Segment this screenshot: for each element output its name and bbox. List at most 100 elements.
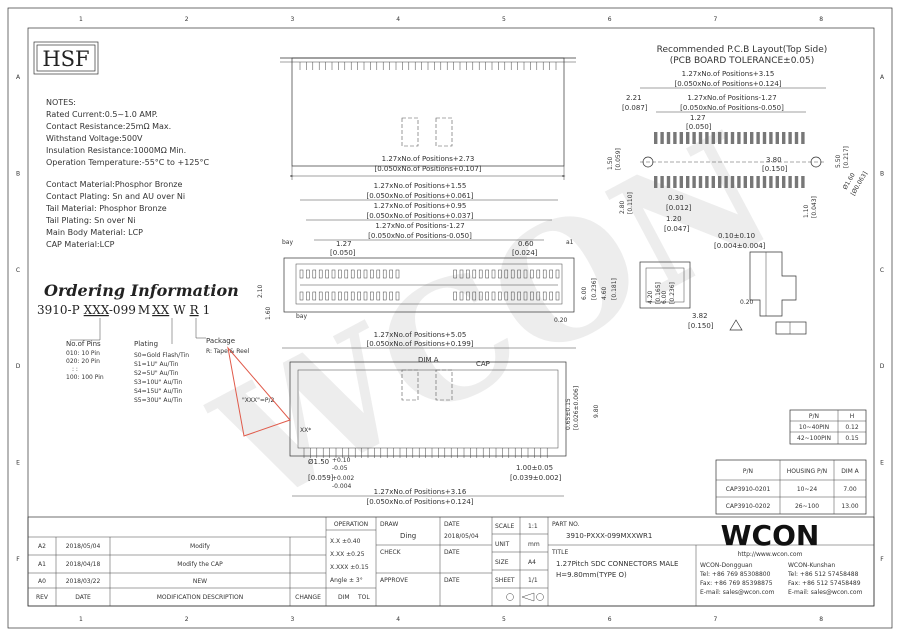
pcb-pad — [724, 176, 728, 188]
svg-text:2.10: 2.10 — [257, 284, 264, 298]
svg-text:WCON-Kunshan: WCON-Kunshan — [788, 562, 835, 569]
note-line: Rated Current:0.5~1.0 AMP. — [46, 110, 158, 119]
pcb-pad — [756, 132, 760, 144]
svg-text:1.20: 1.20 — [666, 215, 682, 223]
svg-text:DIM A: DIM A — [841, 468, 859, 475]
svg-text:3.82: 3.82 — [692, 312, 708, 320]
svg-text:2018/03/22: 2018/03/22 — [66, 578, 101, 585]
position-option: : : — [72, 366, 78, 373]
svg-text:1.00±0.05: 1.00±0.05 — [516, 464, 553, 472]
svg-text:NEW: NEW — [193, 578, 207, 585]
contact-pin — [312, 291, 317, 301]
pcb-pad — [686, 176, 690, 188]
pcb-pad — [788, 132, 792, 144]
svg-text:A4: A4 — [528, 559, 536, 566]
svg-text:2018/05/04: 2018/05/04 — [66, 543, 101, 550]
svg-text:0.20: 0.20 — [554, 317, 568, 324]
svg-text:[0.039±0.002]: [0.039±0.002] — [510, 474, 562, 482]
svg-text:[0.087]: [0.087] — [622, 104, 648, 112]
contact-pin — [459, 291, 464, 301]
pcb-pad — [654, 132, 658, 144]
pcb-pad — [769, 176, 773, 188]
svg-text:[0.050xNo.of Positions+0.061]: [0.050xNo.of Positions+0.061] — [366, 192, 473, 200]
grid-row-label: F — [16, 556, 20, 563]
svg-text:X.X ±0.40: X.X ±0.40 — [330, 538, 361, 545]
svg-text:1.10: 1.10 — [803, 204, 810, 218]
svg-text:1.60: 1.60 — [265, 306, 272, 320]
svg-text:[0.110]: [0.110] — [627, 192, 634, 214]
contact-pin — [382, 291, 387, 301]
contact-pin — [299, 291, 304, 301]
svg-text:CAP3910-0202: CAP3910-0202 — [726, 503, 771, 510]
svg-text:7.00: 7.00 — [843, 486, 857, 493]
contact-pin — [510, 291, 515, 301]
svg-text:0.30: 0.30 — [668, 194, 684, 202]
outer-frame — [7, 7, 893, 629]
contact-pin — [530, 269, 534, 279]
svg-text:1.27: 1.27 — [690, 114, 706, 122]
contact-pin — [498, 269, 502, 279]
grid-row-label: A — [880, 74, 885, 81]
svg-text:9.80: 9.80 — [593, 404, 600, 418]
grid-col-label: 5 — [502, 16, 506, 23]
pcb-pad — [666, 176, 671, 188]
code-fixed: -099 — [109, 303, 136, 317]
contact-pin — [318, 291, 323, 301]
grid-col-label: 7 — [713, 16, 717, 23]
svg-text:Fax: +86 769 85398875: Fax: +86 769 85398875 — [700, 580, 773, 587]
pcb-pad — [666, 132, 671, 144]
contact-pin — [338, 291, 342, 301]
svg-text:[0.050xNo.of Positions+0.124]: [0.050xNo.of Positions+0.124] — [366, 498, 473, 506]
contact-pin — [536, 269, 541, 279]
contact-pin — [389, 269, 393, 279]
plating-title: Plating — [134, 340, 158, 348]
svg-text:A1: A1 — [38, 561, 46, 568]
svg-text:A2: A2 — [38, 543, 46, 550]
svg-text:1.27xNo.of Positions+3.16: 1.27xNo.of Positions+3.16 — [374, 488, 467, 496]
svg-text:-0.05: -0.05 — [332, 465, 348, 472]
contact-pin — [504, 291, 509, 301]
svg-text:+0.002: +0.002 — [332, 475, 354, 482]
grid-col-label: 8 — [819, 16, 823, 23]
pcb-pad — [705, 176, 709, 188]
code-type: M — [138, 303, 150, 317]
drawing-subtitle: H=9.80mm(TYPE O) — [556, 571, 627, 579]
contact-pin — [523, 269, 528, 279]
code-package: R — [190, 303, 200, 317]
pcb-pad — [750, 132, 754, 144]
contact-pin — [549, 291, 553, 301]
pcb-pad — [756, 176, 760, 188]
svg-text:DIM: DIM — [338, 594, 350, 601]
contact-pin — [318, 269, 323, 279]
svg-text:[0.217]: [0.217] — [843, 146, 850, 168]
code-prefix: 3910-P — [37, 303, 80, 317]
contact-pin — [325, 291, 329, 301]
pcb-pad — [782, 132, 786, 144]
contact-pin — [485, 269, 489, 279]
contact-pin — [466, 291, 470, 301]
svg-text:2.21: 2.21 — [626, 94, 642, 102]
svg-text:0.20: 0.20 — [740, 299, 754, 306]
top-view-length-dim: 1.27xNo.of Positions+2.73 — [382, 155, 475, 163]
material-line: Tail Material: Phosphor Bronze — [45, 204, 167, 213]
hsf-logo-box — [33, 41, 99, 75]
svg-text:[0.050xNo.of Positions+0.124]: [0.050xNo.of Positions+0.124] — [674, 80, 781, 88]
svg-text:1.27xNo.of Positions+3.15: 1.27xNo.of Positions+3.15 — [682, 70, 775, 78]
contact-pin — [542, 269, 547, 279]
package-title: Package — [206, 337, 235, 345]
pcb-pad — [705, 132, 709, 144]
contact-pin — [325, 269, 329, 279]
contact-pin — [331, 291, 336, 301]
grid-col-label: 1 — [79, 16, 83, 23]
svg-text:SIZE: SIZE — [495, 559, 509, 566]
svg-text:X.XX ±0.25: X.XX ±0.25 — [330, 551, 365, 558]
grid-row-label: D — [880, 363, 885, 370]
pcb-pad — [801, 176, 805, 188]
pcb-layout: Recommended P.C.B Layout(Top Side) (PCB … — [607, 45, 869, 250]
svg-text:1.27xNo.of Positions+0.95: 1.27xNo.of Positions+0.95 — [374, 202, 467, 210]
svg-text:HOUSING P/N: HOUSING P/N — [787, 468, 827, 475]
pcb-pad — [679, 132, 683, 144]
pcb-pad — [718, 132, 722, 144]
